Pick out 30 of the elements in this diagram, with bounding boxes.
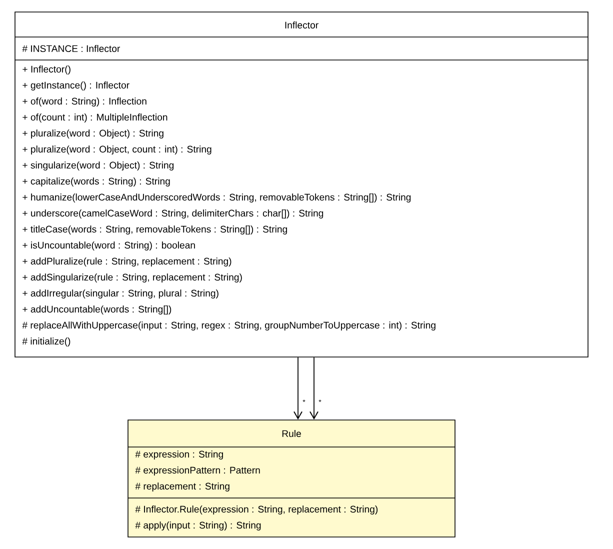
method-text: + Inflector() <box>22 66 70 74</box>
method-text: + addIrregular(singular : String, plural : String) <box>22 290 218 298</box>
attribute-text: # expressionPattern : Pattern <box>135 466 260 476</box>
method-text: + pluralize(word : Object) : String <box>22 130 164 138</box>
class-name: Rule <box>282 430 301 438</box>
method-text: # Inflector.Rule(expression : String, replacement : String) <box>135 506 378 514</box>
attribute-text: # expression : String <box>135 450 223 460</box>
arrow <box>294 356 302 420</box>
method-text: + humanize(lowerCaseAndUnderscoredWords : String, removableTokens : String[]) : String <box>22 194 411 202</box>
method-text: + addPluralize(rule : String, replacement : String) <box>22 258 232 266</box>
attribute-text: # INSTANCE : Inflector <box>22 44 120 52</box>
method-text: + addUncountable(words : String[]) <box>22 306 172 314</box>
arrow <box>310 356 318 420</box>
method-text: + underscore(camelCaseWord : String, delimiterChars : char[]) : String <box>22 210 324 218</box>
attribute-text: # replacement : String <box>135 482 230 492</box>
method-text: + singularize(word : Object) : String <box>22 162 174 170</box>
class-box <box>14 12 588 358</box>
method-text: # replaceAllWithUppercase(input : String, regex : String, groupNumberToUppercase : int) : String <box>22 322 436 330</box>
method-text: + getInstance() : Inflector <box>22 82 130 90</box>
method-text: + isUncountable(word : String) : boolean <box>22 242 195 250</box>
class-name: Inflector <box>285 21 318 29</box>
method-text: # apply(input : String) : String <box>135 522 261 530</box>
method-text: # initialize() <box>22 338 70 346</box>
method-text: + addSingularize(rule : String, replacement : String) <box>22 274 242 282</box>
method-text: + titleCase(words : String, removableTokens : String[]) : String <box>22 226 287 234</box>
method-text: + capitalize(words : String) : String <box>22 178 170 186</box>
method-text: + of(count : int) : MultipleInflection <box>22 114 168 122</box>
class-box <box>128 420 456 538</box>
method-text: + of(word : String) : Inflection <box>22 98 146 106</box>
method-text: + pluralize(word : Object, count : int) : String <box>22 146 212 154</box>
